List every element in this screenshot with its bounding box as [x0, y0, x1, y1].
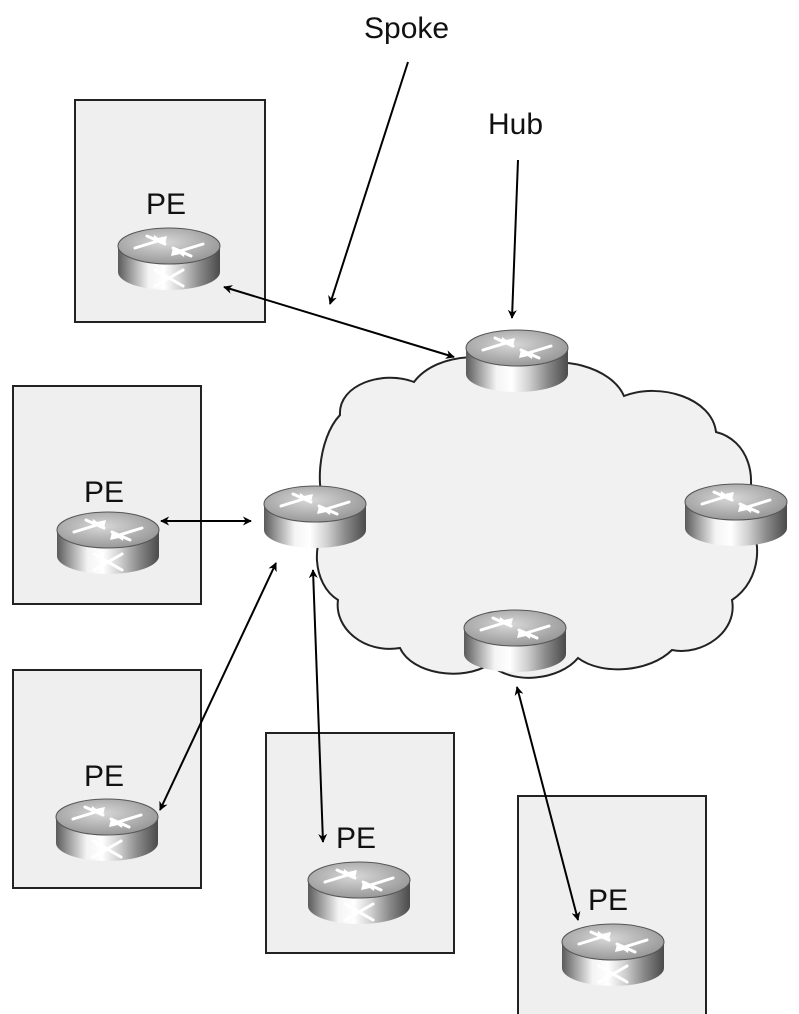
- link-bottom-right-pe: [514, 686, 581, 921]
- pe-label: PE: [84, 760, 124, 793]
- hub-label: Hub: [488, 108, 543, 141]
- pe-label: PE: [84, 476, 124, 509]
- hub-pointer: [507, 159, 519, 319]
- spoke-pointer: [328, 61, 409, 305]
- pe-router-icon: [55, 510, 161, 576]
- hub-router-icon: [464, 328, 570, 394]
- pe-router-icon: [54, 797, 160, 863]
- spoke-router-icon: [262, 484, 368, 550]
- pe-label: PE: [588, 884, 628, 917]
- pe-router-icon: [306, 860, 412, 926]
- spoke-label: Spoke: [364, 12, 449, 45]
- link-middle-pe-to-spoke: [308, 569, 328, 843]
- right-core-router-icon: [683, 482, 789, 548]
- pe-router-icon: [560, 922, 666, 988]
- bottom-core-router-icon: [462, 608, 568, 674]
- link-lower-left-pe-to-spoke: [159, 562, 277, 811]
- link-top-pe-to-hub: [223, 285, 455, 359]
- pe-router-icon: [116, 226, 222, 292]
- pe-label: PE: [336, 822, 376, 855]
- pe-label: PE: [146, 188, 186, 221]
